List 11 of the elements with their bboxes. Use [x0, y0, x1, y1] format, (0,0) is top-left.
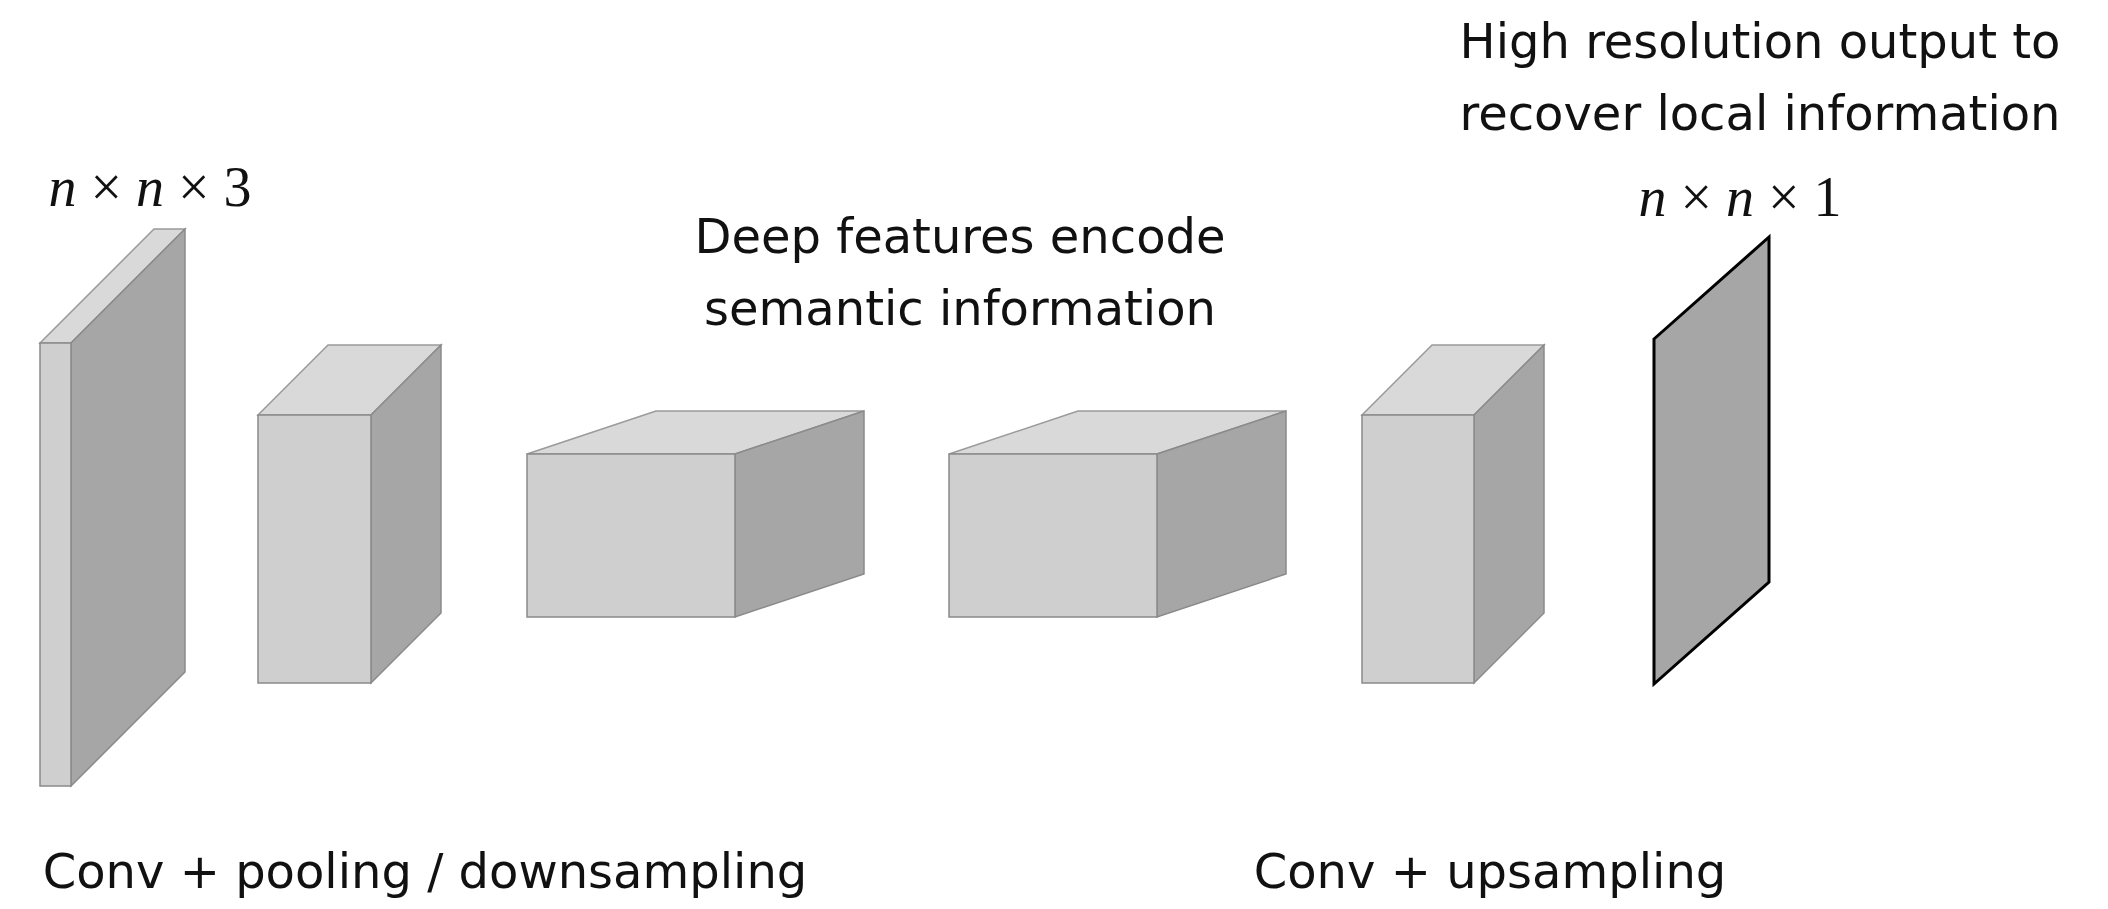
- layer-block: [527, 411, 864, 617]
- layer-block: [40, 229, 185, 786]
- decoder-label: Conv + upsampling: [1252, 842, 1728, 901]
- layer-block: [949, 411, 1286, 617]
- feature-description: Deep features encode semantic information: [693, 207, 1227, 338]
- dimension-label: n × n × 1: [1637, 165, 1843, 230]
- layer-block: [1362, 345, 1544, 683]
- output-description: High resolution output to recover local information: [1458, 12, 2062, 143]
- dimension-label: n × n × 3: [47, 155, 253, 220]
- layer-block: [258, 345, 441, 683]
- encoder-label: Conv + pooling / downsampling: [41, 842, 809, 901]
